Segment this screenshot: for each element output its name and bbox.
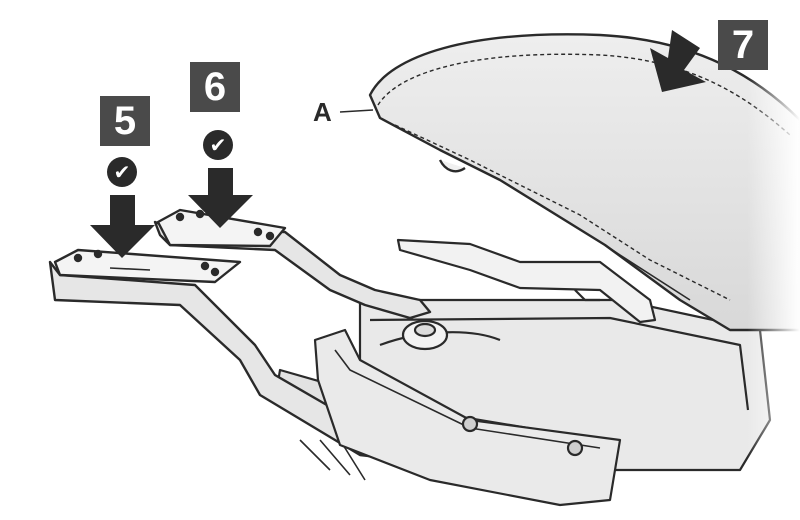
bolt (461, 415, 479, 433)
step-number-6: 6 (190, 62, 240, 112)
mount-plate-6 (156, 208, 287, 248)
mount-plate-5 (53, 248, 242, 284)
check-circle-icon: ✔ (203, 130, 233, 160)
down-arrow-icon (650, 30, 706, 92)
callout-label-a: A (313, 97, 332, 127)
step-number-7: 7 (718, 20, 768, 70)
check-circle-icon: ✔ (107, 157, 137, 187)
rear-rack (48, 208, 472, 472)
step-number-5: 5 (100, 96, 150, 146)
callout-leader (339, 109, 374, 113)
down-arrow-icon (188, 168, 253, 228)
down-arrow-icon (90, 195, 155, 258)
